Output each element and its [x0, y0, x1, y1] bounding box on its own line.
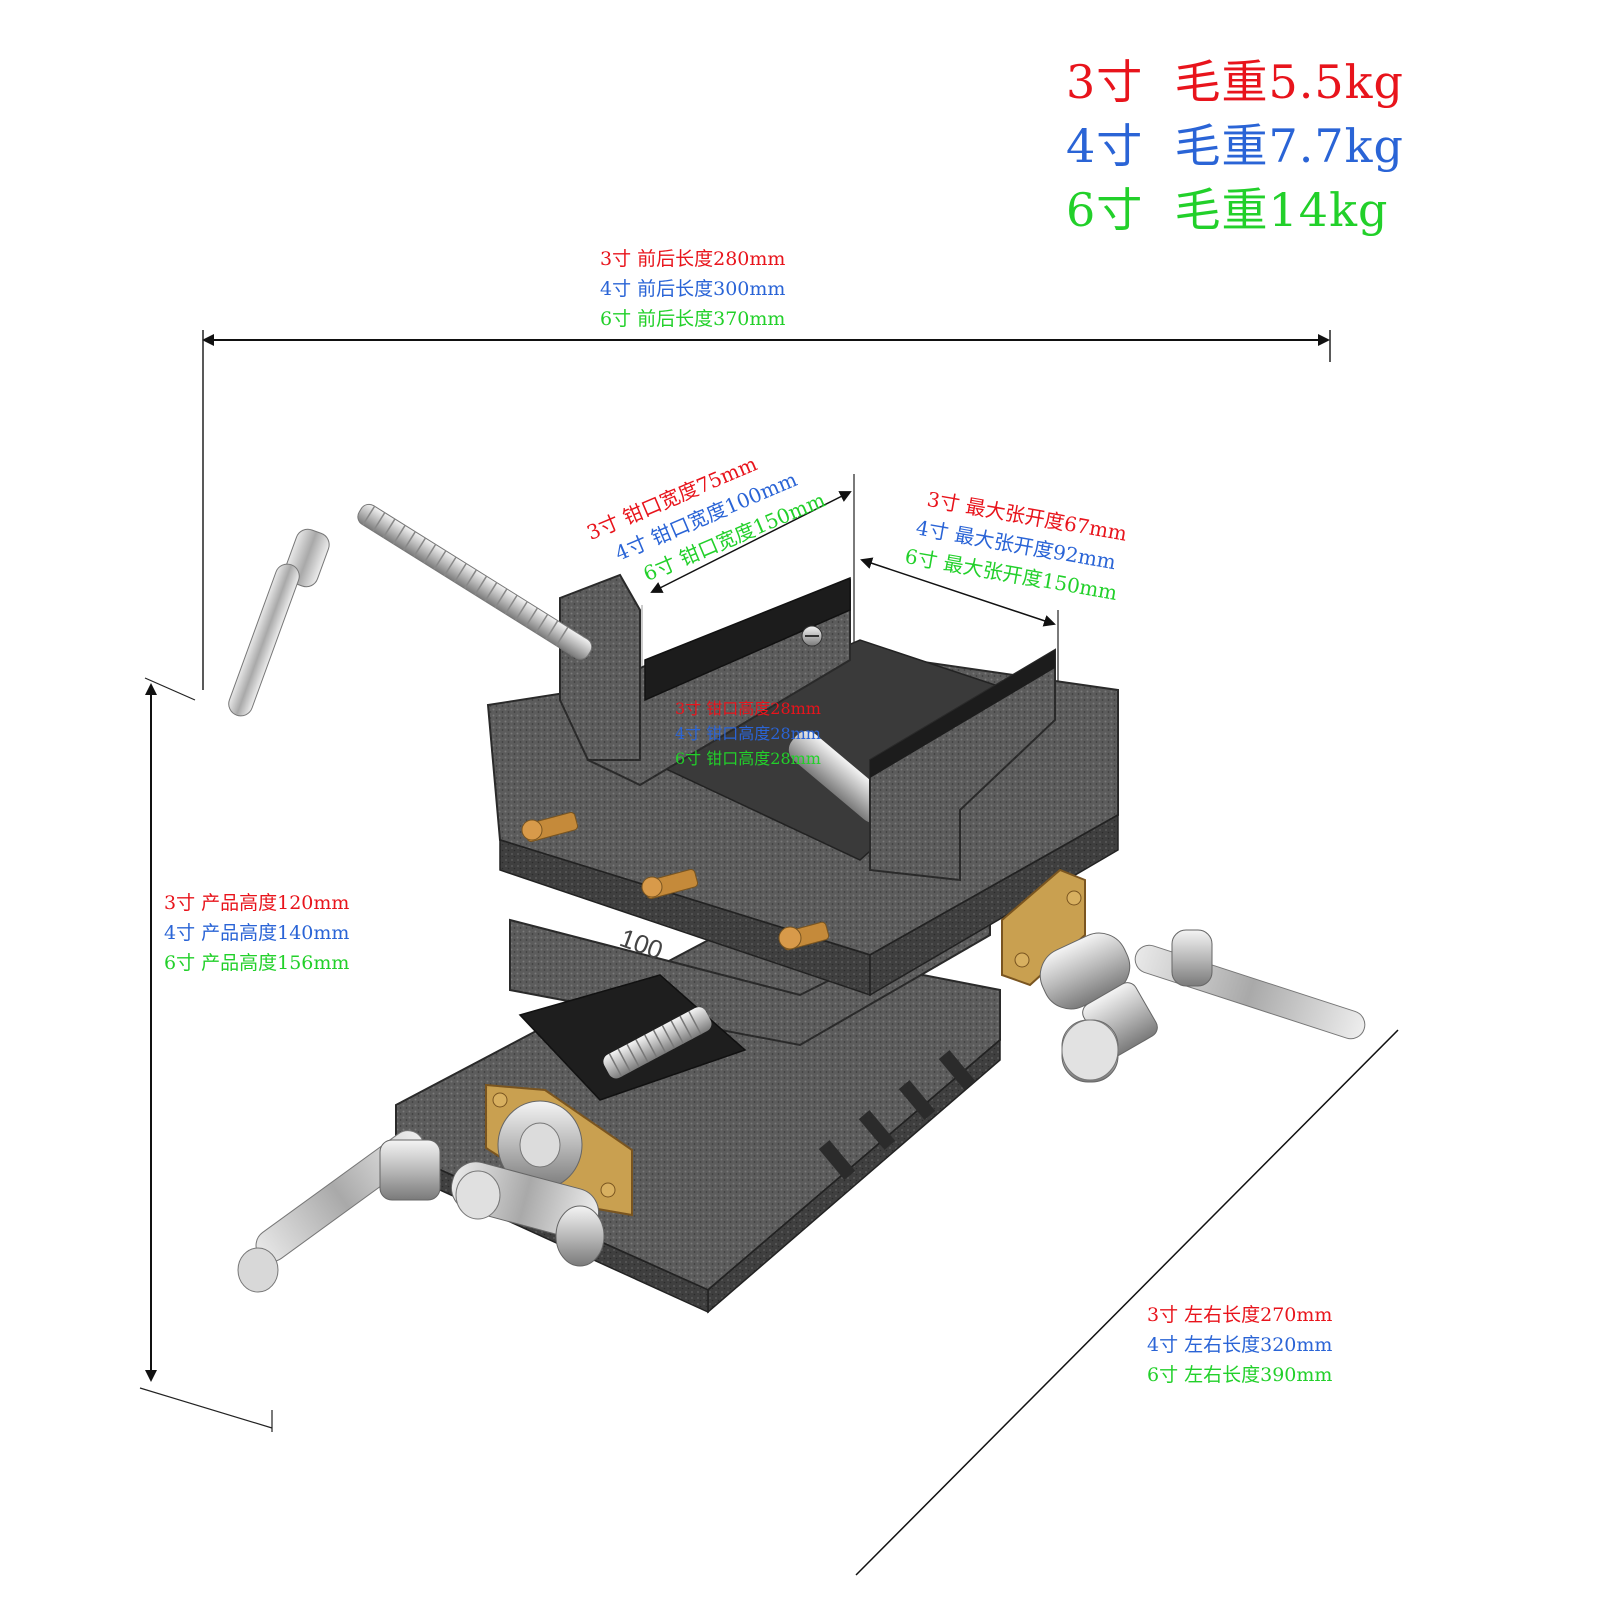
- left-right-length-label: 3寸 左右长度270mm 4寸 左右长度320mm 6寸 左右长度390mm: [1147, 1300, 1332, 1390]
- left-right-length-6: 6寸 左右长度390mm: [1147, 1364, 1333, 1386]
- right-crank-handle: [1001, 868, 1366, 1083]
- gross-weight-list: 3寸 毛重5.5kg 4寸 毛重7.7kg 6寸 毛重14kg: [1066, 50, 1404, 242]
- front-back-length-3: 3寸 前后长度280mm: [600, 248, 786, 270]
- weight-value: 毛重14kg: [1174, 183, 1389, 237]
- gib-bolts: [521, 811, 830, 951]
- top-handle: [228, 528, 330, 717]
- product-height-label: 3寸 产品高度120mm 4寸 产品高度140mm 6寸 产品高度156mm: [164, 888, 349, 978]
- jaw-height-4: 4寸 钳口高度28mm: [675, 724, 821, 743]
- left-right-length-3: 3寸 左右长度270mm: [1147, 1304, 1333, 1326]
- weight-size: 6寸: [1066, 183, 1144, 237]
- left-crank-handle: [237, 1083, 633, 1293]
- product-height-3: 3寸 产品高度120mm: [164, 892, 350, 914]
- weight-value: 毛重7.7kg: [1174, 119, 1405, 173]
- weight-size: 3寸: [1066, 55, 1144, 109]
- front-back-length-label: 3寸 前后长度280mm 4寸 前后长度300mm 6寸 前后长度370mm: [600, 244, 785, 334]
- jaw-height-label: 3寸 钳口高度28mm 4寸 钳口高度28mm 6寸 钳口高度28mm: [675, 696, 821, 771]
- product-height-dimension-line: [139, 677, 273, 1432]
- product-height-6: 6寸 产品高度156mm: [164, 952, 350, 974]
- lead-screw: [357, 503, 593, 660]
- weight-size: 4寸: [1066, 119, 1144, 173]
- weight-row: 4寸 毛重7.7kg: [1066, 114, 1404, 178]
- product-height-4: 4寸 产品高度140mm: [164, 922, 350, 944]
- front-back-dimension-line: [202, 330, 1331, 690]
- left-right-dimension-line: [855, 1029, 1399, 1576]
- jaw-height-6: 6寸 钳口高度28mm: [675, 749, 821, 768]
- jaw-height-3: 3寸 钳口高度28mm: [675, 699, 821, 718]
- weight-row: 6寸 毛重14kg: [1066, 178, 1404, 242]
- weight-row: 3寸 毛重5.5kg: [1066, 50, 1404, 114]
- weight-value: 毛重5.5kg: [1174, 55, 1405, 109]
- front-back-length-4: 4寸 前后长度300mm: [600, 278, 786, 300]
- front-back-length-6: 6寸 前后长度370mm: [600, 308, 786, 330]
- left-right-length-4: 4寸 左右长度320mm: [1147, 1334, 1333, 1356]
- cross-slide-vise-image: 100: [228, 503, 1366, 1314]
